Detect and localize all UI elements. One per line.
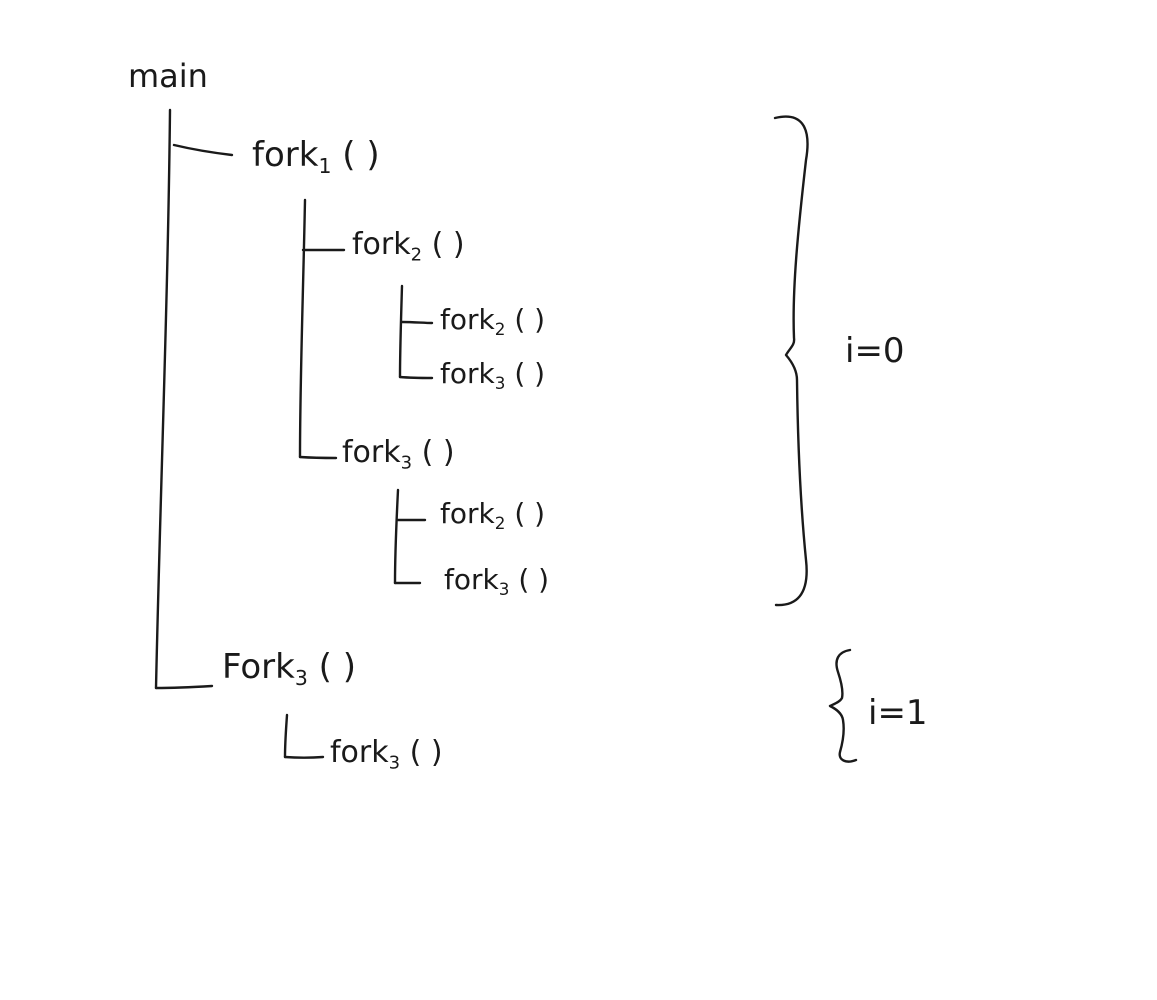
brace-i1 [828, 648, 858, 763]
annotation-i1: i=1 [868, 693, 928, 733]
fork2-fork3-node: fork3 ( ) [440, 357, 546, 393]
fork2-to-fork3-branch [398, 375, 434, 380]
fork3-node: fork3 ( ) [342, 435, 455, 474]
fork2-fork2-node: fork2 ( ) [440, 303, 546, 339]
brace-i0 [773, 115, 809, 607]
fork3-fork3-node: fork3 ( ) [444, 563, 550, 599]
main-fork3-fork3-node: fork3 ( ) [330, 735, 443, 774]
fork3-trunk-line [393, 488, 400, 585]
fork3-fork2-node: fork2 ( ) [440, 497, 546, 533]
fork1-node: fork1 ( ) [252, 135, 380, 179]
fork2-trunk-line [398, 284, 404, 379]
fork1-trunk-line [298, 198, 307, 459]
main-to-fork3-branch [154, 684, 214, 690]
fork2-to-fork2-branch [400, 320, 434, 325]
fork3-i1-to-fork3-branch [283, 755, 325, 759]
annotation-i0: i=0 [845, 331, 905, 371]
fork1-to-fork3-branch [298, 455, 338, 460]
main-trunk-line [154, 108, 172, 690]
main-label: main [128, 57, 208, 95]
main-fork3-node: Fork3 ( ) [222, 647, 356, 691]
fork3-i1-trunk-line [283, 713, 289, 759]
fork2-node: fork2 ( ) [352, 227, 465, 266]
main-to-fork1-branch [172, 143, 234, 157]
